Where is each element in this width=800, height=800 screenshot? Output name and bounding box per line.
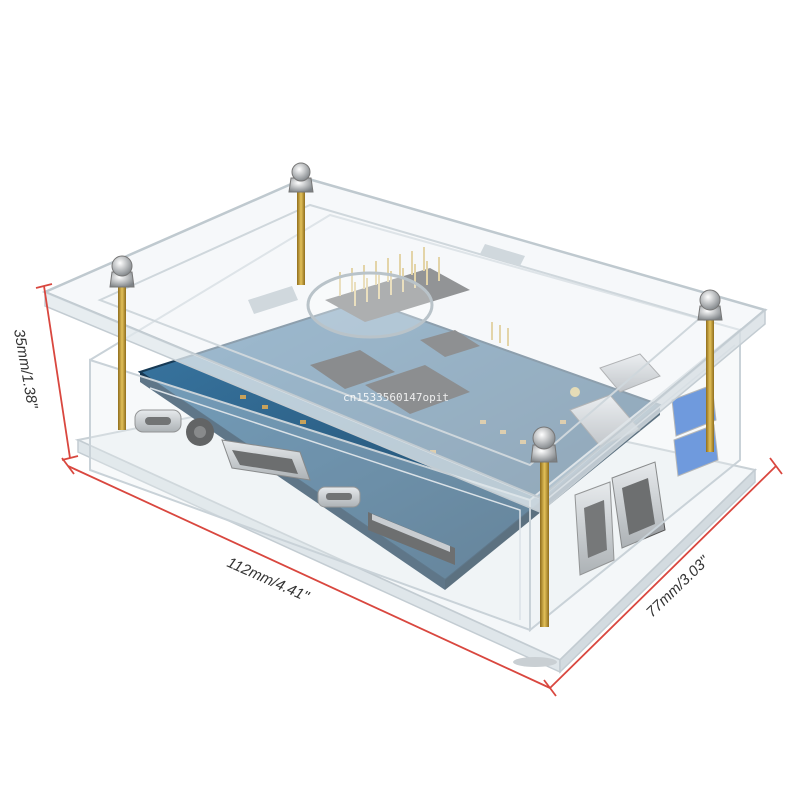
cap-nut-icon xyxy=(697,289,723,321)
slot xyxy=(248,286,298,314)
length-dimension-line xyxy=(67,465,551,689)
usb3-port-top xyxy=(671,384,717,437)
slot xyxy=(480,244,525,266)
cap-nut-icon xyxy=(109,255,135,288)
dimension-lines xyxy=(35,283,783,697)
standoffs xyxy=(118,190,714,627)
cap-nut-icon xyxy=(288,162,314,193)
front-ports xyxy=(134,409,455,565)
height-dimension-line xyxy=(43,285,71,459)
fan-hole xyxy=(306,271,434,339)
cap-nut-icon xyxy=(530,426,558,463)
height-label: 35mm/1.38" xyxy=(10,328,41,411)
watermark: cn1533560147opit xyxy=(343,391,449,404)
length-label: 112mm/4.41" xyxy=(224,554,312,605)
width-dimension-line xyxy=(549,465,777,689)
cap-nuts xyxy=(109,162,723,463)
